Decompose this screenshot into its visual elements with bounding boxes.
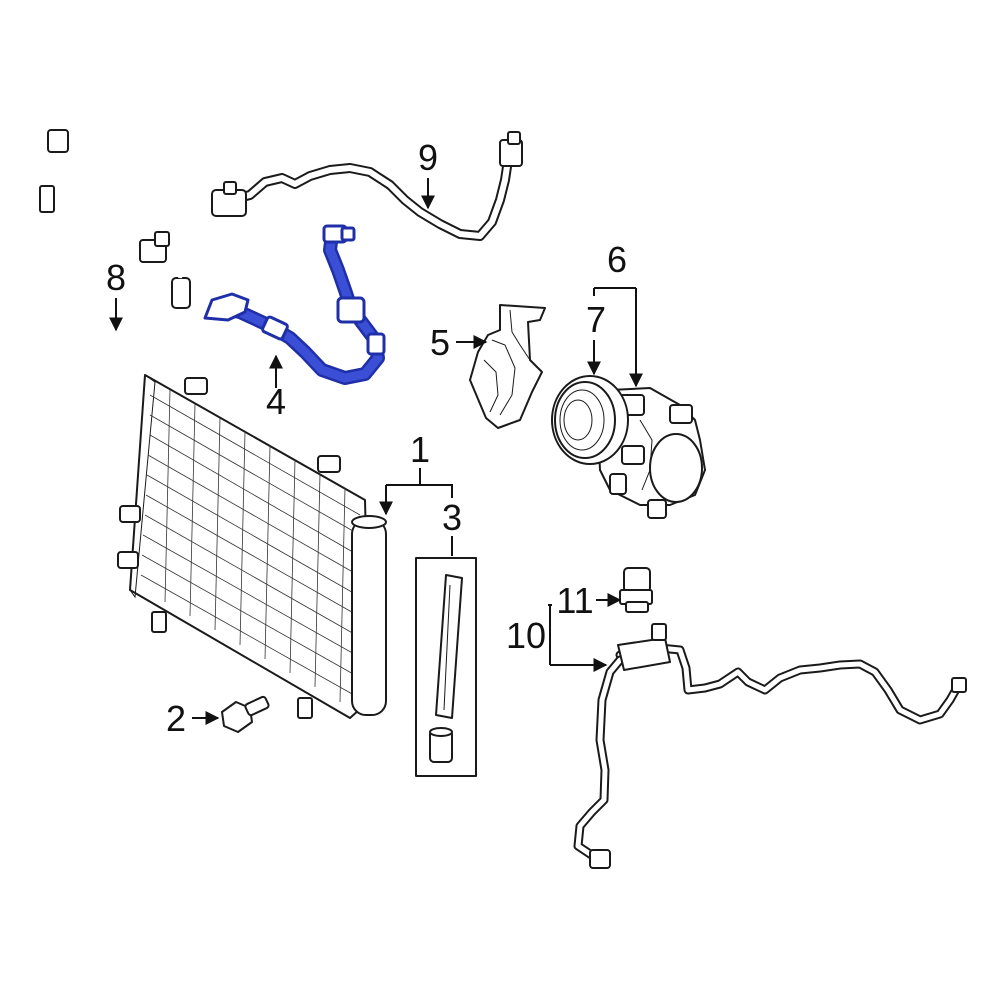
part-1-condenser[interactable] xyxy=(117,374,387,719)
callout-5: 5 xyxy=(430,322,450,363)
part-5-bracket[interactable] xyxy=(469,304,546,429)
callout-3: 3 xyxy=(442,497,462,538)
leader-lines xyxy=(109,178,643,725)
callout-6: 6 xyxy=(607,239,627,280)
callout-1: 1 xyxy=(410,429,430,470)
callout-7: 7 xyxy=(586,299,606,340)
part-10-liquid-line[interactable] xyxy=(573,623,967,869)
callout-2: 2 xyxy=(166,698,186,739)
callout-11: 11 xyxy=(556,580,593,621)
callout-8: 8 xyxy=(106,257,126,298)
part-4-hose-highlighted[interactable] xyxy=(203,224,386,385)
part-9-suction-line[interactable] xyxy=(211,131,523,241)
callout-9: 9 xyxy=(418,137,438,178)
part-3-desiccant-kit[interactable] xyxy=(415,557,477,777)
part-7-clutch[interactable] xyxy=(551,375,629,465)
part-11-pressure-switch[interactable] xyxy=(619,567,653,613)
callout-10: 10 xyxy=(506,615,546,656)
callout-4: 4 xyxy=(266,381,286,422)
part-8-hose[interactable] xyxy=(37,129,191,343)
callout-labels: 8 9 4 5 6 7 1 3 2 10 11 xyxy=(106,137,627,739)
part-2-bolt[interactable] xyxy=(221,695,270,733)
